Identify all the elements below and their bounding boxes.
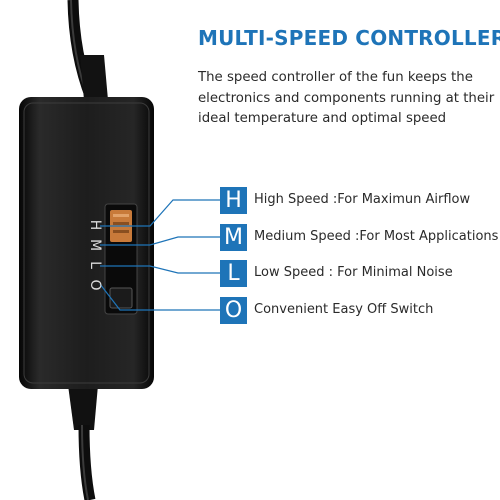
bottom-strain-relief xyxy=(68,385,98,430)
speed-label-medium: Medium Speed :For Most Applications xyxy=(254,229,499,244)
marking-l: L xyxy=(87,261,103,269)
description-line: electronics and components running at th… xyxy=(198,90,495,106)
speed-label-off: Convenient Easy Off Switch xyxy=(254,302,434,317)
description: The speed controller of the fun keeps th… xyxy=(198,68,498,130)
speed-label-low: Low Speed : For Minimal Noise xyxy=(254,265,453,280)
controller-body xyxy=(19,97,154,389)
speed-badge-o: O xyxy=(220,297,247,324)
marking-h: H xyxy=(87,219,103,231)
marking-m: M xyxy=(87,238,103,252)
speed-badge-m: M xyxy=(220,224,247,251)
switch-markings: H M L O xyxy=(84,216,106,298)
speed-badge-l: L xyxy=(220,260,247,287)
bottom-cable xyxy=(78,424,96,500)
speed-label-high: High Speed :For Maximun Airflow xyxy=(254,192,471,207)
description-line: ideal temperature and optimal speed xyxy=(198,111,447,126)
leader-lines xyxy=(99,199,220,311)
top-strain-relief xyxy=(80,55,108,100)
description-line: The speed controller of the fun keeps th… xyxy=(198,70,473,85)
marking-o: O xyxy=(87,279,103,291)
speed-badge-h: H xyxy=(220,187,247,214)
page-title: MULTI-SPEED CONTROLLER xyxy=(198,26,500,50)
